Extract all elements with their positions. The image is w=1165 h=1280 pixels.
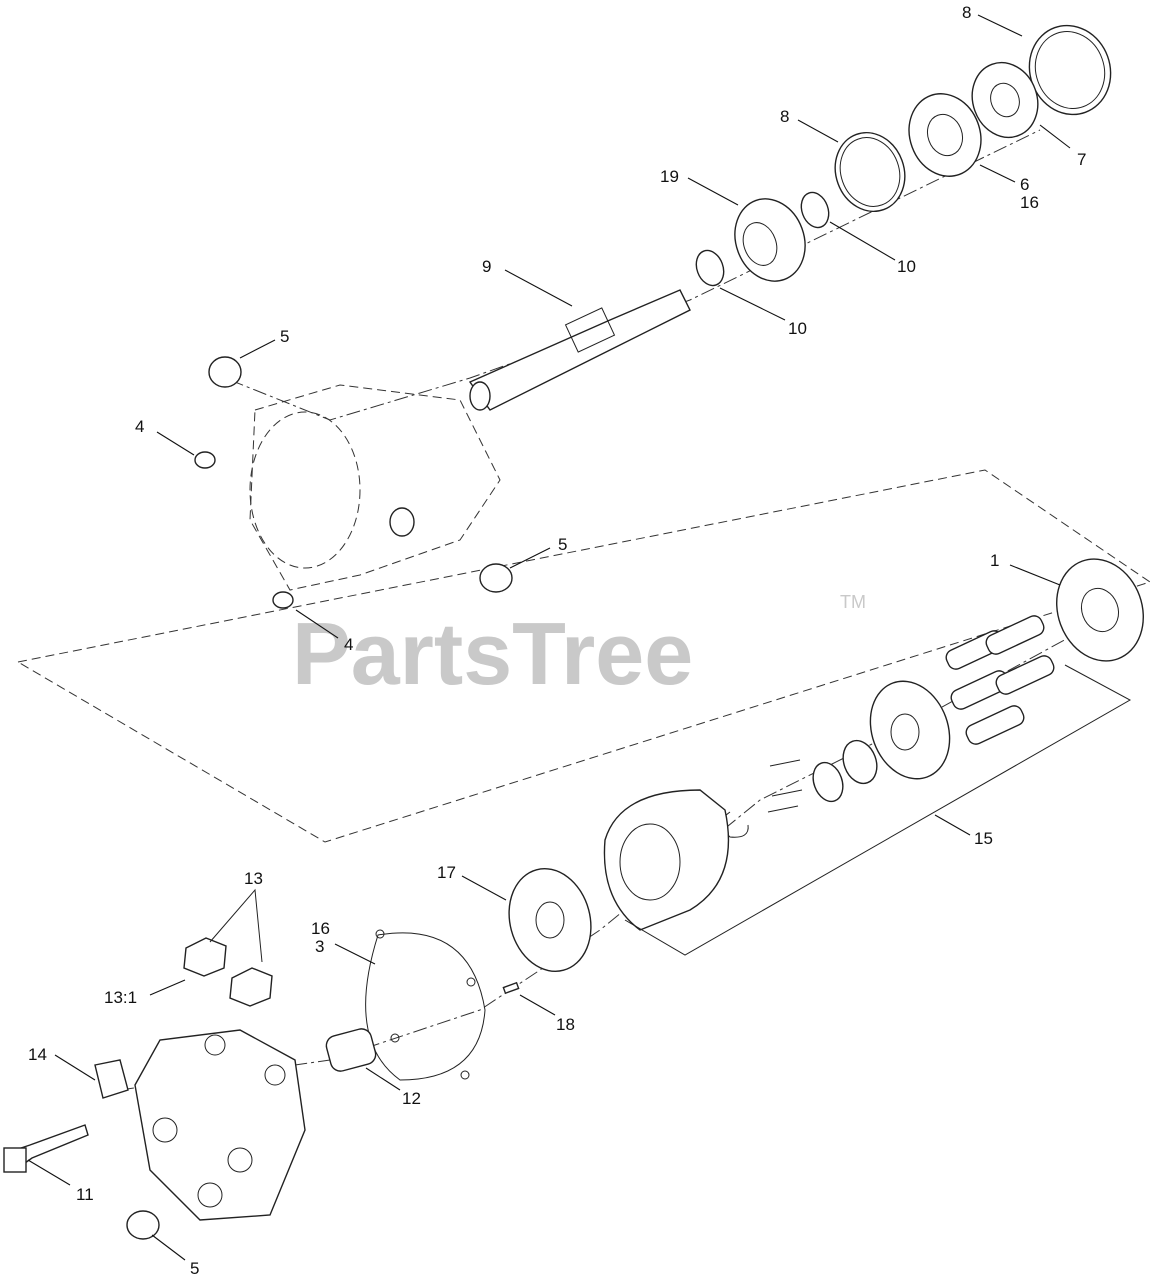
watermark-text: PartsTree: [292, 604, 693, 703]
bushing-12[interactable]: [324, 1027, 378, 1074]
seal-6[interactable]: [898, 84, 993, 187]
callout-17: 17: [437, 863, 456, 882]
callout-16-lower: 16: [311, 919, 330, 938]
bearing-19[interactable]: [724, 189, 817, 291]
callout-14: 14: [28, 1045, 47, 1064]
leader-lines: [27, 14, 1071, 1261]
callout-9: 9: [482, 257, 491, 276]
callout-8-top: 8: [962, 3, 971, 22]
retaining-ring-10-upper[interactable]: [797, 189, 834, 232]
axis-line-upper: [229, 129, 1041, 421]
callout-5-middle: 5: [558, 535, 567, 554]
plug-5-bottom[interactable]: [126, 1210, 160, 1240]
callout-3: 3: [315, 937, 324, 956]
callout-5-bottom: 5: [190, 1259, 199, 1278]
spring-ring[interactable]: [808, 758, 848, 805]
pistons[interactable]: [944, 613, 1057, 746]
spherical-guide[interactable]: [837, 736, 882, 788]
callout-12: 12: [402, 1089, 421, 1108]
pump-housing[interactable]: [249, 384, 501, 591]
callout-10-lower: 10: [788, 319, 807, 338]
bracket-13: [209, 888, 263, 963]
cylinder-block[interactable]: [603, 789, 730, 931]
plug-13[interactable]: [229, 967, 273, 1007]
valve-plate-17[interactable]: [498, 859, 602, 980]
callout-13: 13: [244, 869, 263, 888]
callout-11: 11: [76, 1185, 94, 1204]
pin-18[interactable]: [502, 981, 520, 995]
drive-shaft-9[interactable]: [468, 289, 691, 411]
callout-8-mid: 8: [780, 107, 789, 126]
callout-10-upper: 10: [897, 257, 916, 276]
watermark-tm: TM: [840, 592, 866, 612]
callout-18: 18: [556, 1015, 575, 1034]
gasket-3[interactable]: [365, 929, 486, 1081]
callout-4-lower: 4: [344, 635, 353, 654]
snap-ring-8-lower[interactable]: [824, 123, 915, 221]
thrust-washer-7[interactable]: [962, 53, 1048, 146]
plug-5-top[interactable]: [208, 356, 242, 388]
thrust-plate-1[interactable]: [1043, 547, 1158, 673]
dowel-pin-4-upper[interactable]: [194, 451, 216, 469]
callout-16-top: 16: [1020, 193, 1039, 212]
dowel-pin-4-lower[interactable]: [272, 591, 294, 609]
retainer-plate[interactable]: [857, 670, 963, 790]
plug-13-1[interactable]: [183, 937, 227, 977]
plug-5-middle[interactable]: [479, 563, 513, 593]
callout-5-top: 5: [280, 327, 289, 346]
retaining-ring-10-lower[interactable]: [692, 247, 729, 290]
end-cover[interactable]: [134, 1029, 306, 1221]
callout-19: 19: [660, 167, 679, 186]
bolt-11[interactable]: [3, 1124, 89, 1173]
callout-1: 1: [990, 551, 999, 570]
bracket-15: [624, 664, 1132, 956]
pins-set[interactable]: [767, 759, 803, 813]
callout-6: 6: [1020, 175, 1029, 194]
callout-7: 7: [1077, 150, 1086, 169]
callout-15: 15: [974, 829, 993, 848]
callout-13-1: 13:1: [104, 988, 137, 1007]
plate-14[interactable]: [94, 1059, 129, 1099]
callout-4-upper: 4: [135, 417, 144, 436]
